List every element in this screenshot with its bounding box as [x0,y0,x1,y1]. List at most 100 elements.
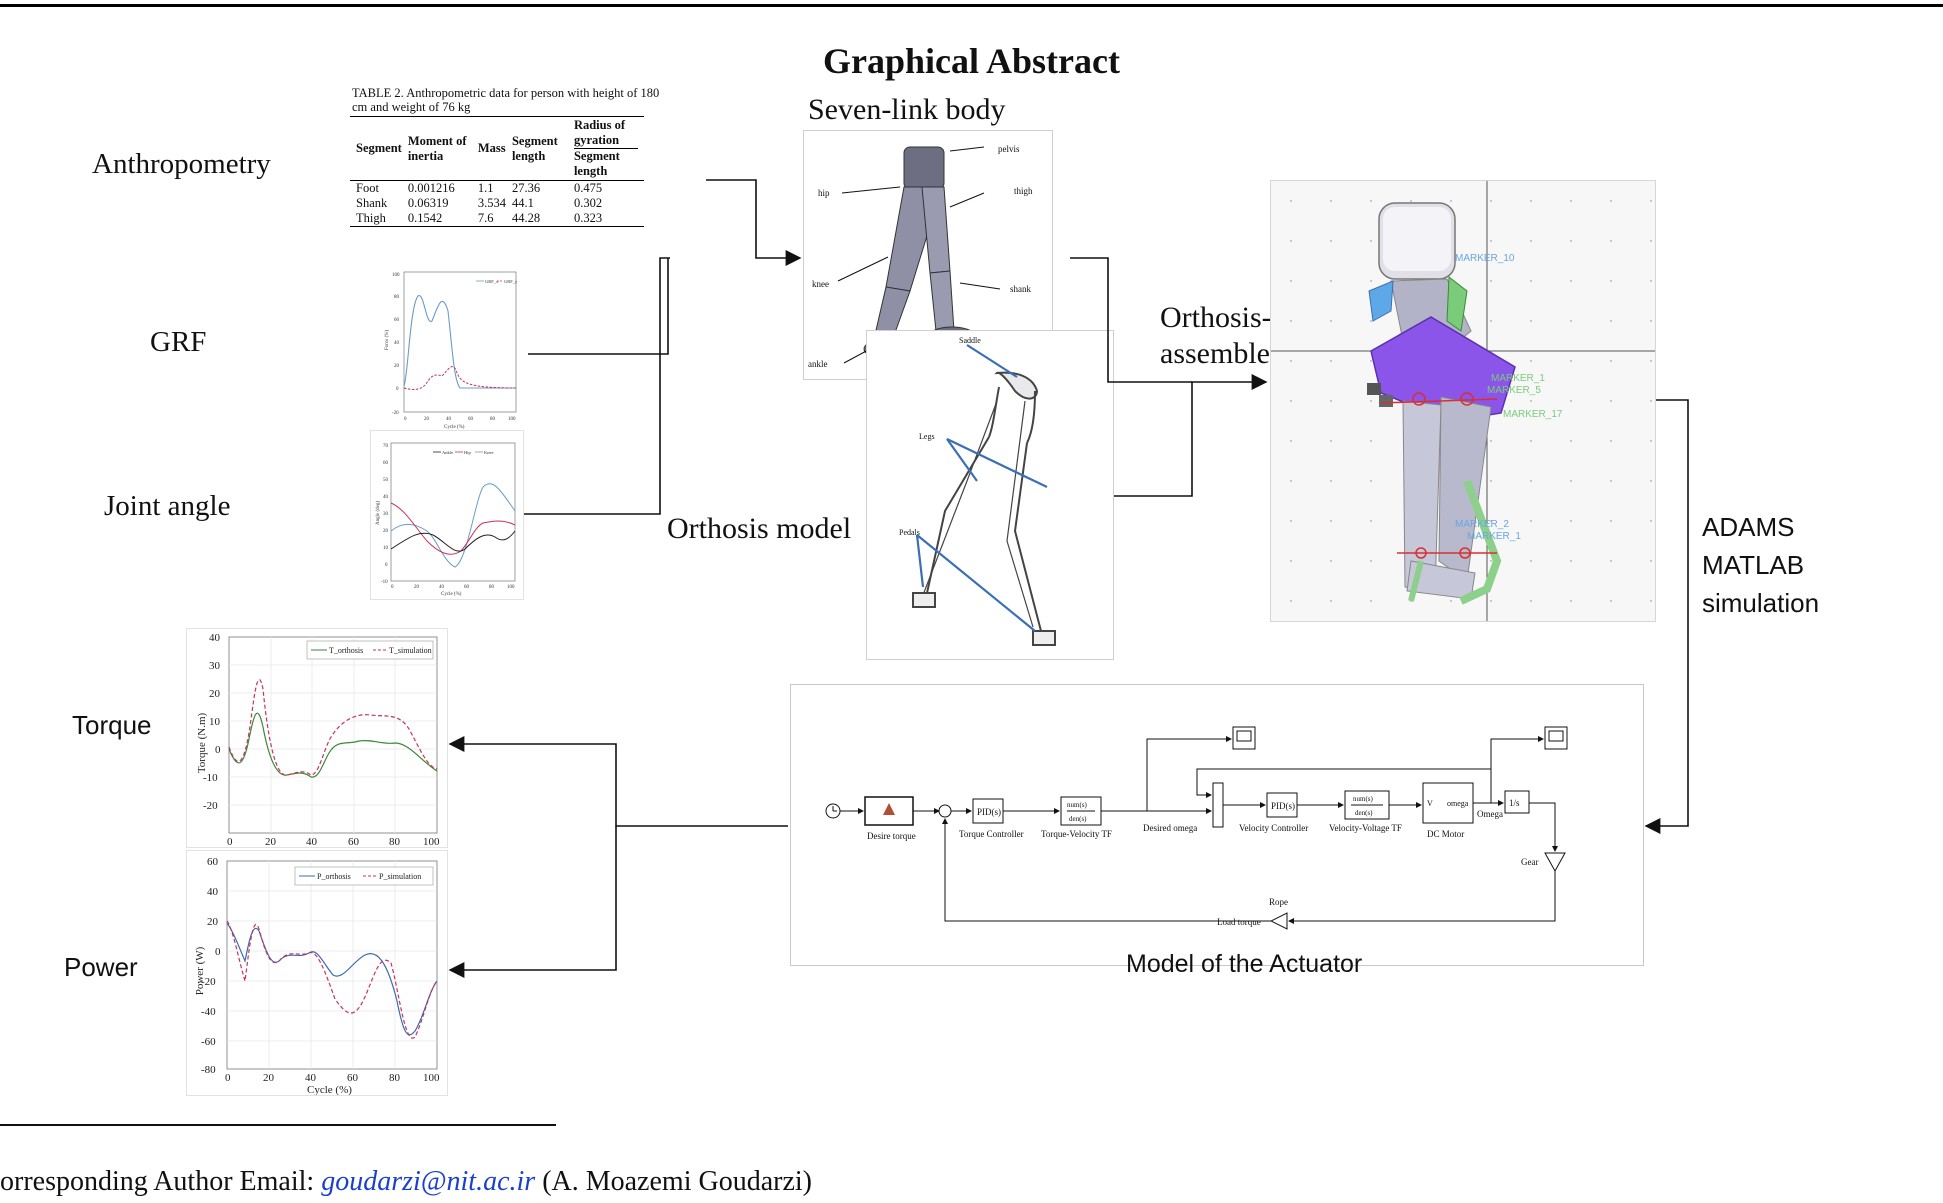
assembly-pelvis-highlight [1383,207,1451,271]
hip-pointer [841,186,901,194]
saddle-shape [994,371,1039,400]
torque-ytick: 0 [215,744,221,756]
orthosis-pedal-green [1408,560,1424,602]
marker-axis [1380,398,1498,404]
torque-legend-item: T_simulation [389,646,432,655]
leg-left-inner [922,400,998,596]
grf-xtick: 60 [468,417,474,422]
wire [1288,871,1556,924]
power-ytick: 40 [207,886,219,898]
power-ytick: 60 [207,856,219,868]
footnote-suffix: (A. Moazemi Goudarzi) [535,1166,812,1197]
torque-label: Torque [72,710,152,740]
footnote-rule [0,1124,556,1126]
marker-label: MARKER_17 [1503,409,1563,420]
table-row: Foot 0.001216 1.1 27.36 0.475 [350,181,644,197]
seven-link-title: Seven-link body [808,93,1006,126]
rope-block [1269,912,1288,930]
cell: Shank [356,196,388,210]
footnote-email-link[interactable]: goudarzi@nit.ac.ir [321,1166,536,1197]
table-row: Shank 0.06319 3.534 44.1 0.302 [350,196,644,211]
scope-2 [1544,726,1568,750]
block-tf-den-1: den(s) [1069,815,1087,823]
connector-torque-output [448,736,788,827]
simulation-label: ADAMS MATLAB simulation [1702,508,1819,622]
torque-xtick: 100 [423,836,440,847]
cell: 44.28 [511,211,541,225]
power-xtick: 80 [389,1072,401,1084]
page-title: Graphical Abstract [823,41,1120,81]
torque-xtick: 80 [389,836,401,847]
cell: Foot [356,181,379,195]
anthropometry-table-caption: TABLE 2. Anthropometric data for person … [352,86,660,114]
cell: 3.534 [477,196,506,210]
cell: 0.475 [573,181,603,195]
grf-xlabel: Cycle (%) [444,425,465,430]
orthosis-model-panel: Saddle Legs Pedals [866,330,1114,660]
power-label: Power [64,952,138,982]
block-dc-motor: DC Motor [1427,829,1464,839]
label-pedals: Pedals [899,528,920,537]
joint-xtick: 100 [507,585,515,590]
leg-right [1013,442,1042,632]
joint-angle-plot: Angle (deg) Cycle (%) 70 60 50 40 30 20 … [370,430,524,600]
grf-ytick: 80 [394,295,400,300]
cell: 0.323 [573,211,603,225]
label-shank: shank [1010,284,1031,294]
grf-ytick: 20 [394,364,400,369]
grf-plot-frame [403,271,517,413]
simulation-line2: MATLAB [1702,550,1805,580]
block-torque-controller: Torque Controller [959,829,1024,839]
marker-circle [1412,392,1426,406]
grf-ytick: 0 [396,387,399,392]
simulation-line1: ADAMS [1702,512,1795,542]
grf-ytick: 40 [394,341,400,346]
wire [942,818,1271,922]
marker-circle [1460,392,1474,406]
assembly-title-line2: assemble [1160,337,1270,370]
power-series-simulation [226,920,438,1039]
block-gear: Gear [1521,857,1539,867]
marker-label: MARKER_5 [1487,385,1541,396]
power-ytick: 20 [207,916,219,928]
ankle-pointer [843,348,871,364]
marker-label: MARKER_2 [1455,519,1509,530]
legs-arrow-2 [946,438,1048,488]
block-desire-torque: Desire torque [867,831,916,841]
joint-xtick: 0 [391,585,394,590]
torque-plot: Torque (N.m) 40 30 20 10 0 -10 -20 0 20 … [186,628,448,848]
signal-builder-icon [883,803,895,815]
pedals-arrow-1 [915,534,925,588]
th-radius-group: Radius of gyration Segment length [573,117,644,181]
connector-seven-link [1070,257,1192,383]
joint-series-ankle [390,530,516,552]
pedal-right [1032,630,1056,646]
power-xtick: 20 [263,1072,275,1084]
orthosis-bolt [1367,383,1381,395]
joint-legend-item: Hip [464,450,472,455]
joint-ylabel: Angle (deg) [376,501,381,525]
label-legs: Legs [919,432,935,441]
orthosis-strap-right [1446,276,1468,332]
grf-series-vertical [403,295,516,389]
shank-pointer [959,282,1001,290]
grf-plot: Force (%) Cycle (%) 100 80 60 40 20 0 -2… [382,266,524,432]
power-xtick: 100 [423,1072,440,1084]
th-radius: Radius of gyration [573,118,638,149]
joint-angle-plot-svg: Angle (deg) Cycle (%) 70 60 50 40 30 20 … [376,442,516,597]
marker-label: MARKER_1 [1467,531,1521,542]
actuator-caption: Model of the Actuator [1126,950,1363,978]
torque-xtick: 0 [227,836,233,847]
block-omega: Omega [1477,809,1503,819]
grf-ytick: -20 [392,411,399,416]
orthosis-leg-green [1459,479,1502,605]
power-xtick: 60 [347,1072,359,1084]
grf-xtick: 100 [508,417,516,422]
scope-2-screen [1548,730,1564,742]
wire [1196,768,1492,803]
connector-power-output [448,826,617,978]
actuator-panel: Desire torque PID(s) Torque Controller n… [790,684,1644,966]
cell: 27.36 [511,181,541,195]
joint-ytick: 0 [385,563,388,568]
